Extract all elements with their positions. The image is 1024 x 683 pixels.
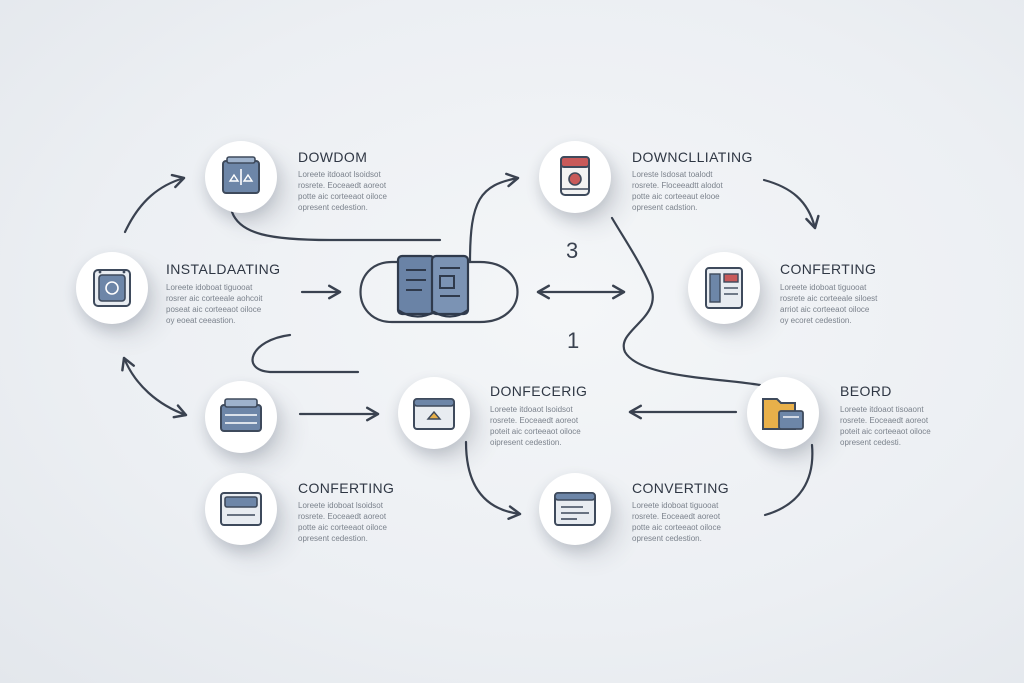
desc-line: poteit aic corteeaot oiloce [840,427,931,436]
desc-line: potte aic corteeaot oiloce [298,523,387,532]
folder-device-icon [762,398,804,430]
desc-line: opresent cedestion. [298,203,368,212]
arc-center-to-downcllating [468,172,520,264]
code-window-icon [554,492,596,526]
node-conferting-right [688,252,760,324]
desc-line: oy eoeat ceeastion. [166,316,236,325]
desc-line: opresent cedesti. [840,438,901,447]
arc-instal-to-dowdom [123,173,186,234]
upload-window-icon [413,398,455,430]
line-center-to-instal-lower [251,333,360,374]
desc-line: oy ecoret cedestion. [780,316,852,325]
node-conferting-left [205,473,277,545]
desc-line: rosrete aic corteeale siloest [780,294,878,303]
line-dowdom-to-center [230,210,442,242]
node-mid-left [205,381,277,453]
desc-line: rosrete. Eoceaedt aoreot [840,416,929,425]
arc-beord-to-converting [763,443,814,517]
node-beord [747,377,819,449]
desc-line: opresent cadstion. [632,203,698,212]
arc-donfecerig-to-converting [464,440,522,521]
desc-line: potte aic corteeaot oiloce [298,192,387,201]
desc-line: rosrer aic corteeale aohcoit [166,294,263,303]
step-number-1: 1 [567,328,580,353]
step-desc-dowdom: Loreete itdoaot lsoidsot rosrete. Eoceae… [298,169,416,213]
desc-line: Loreete idoboat tiguooat [780,283,867,292]
step-title-conferting-right: CONFERTING [780,261,877,277]
step-number-3: 3 [566,238,579,263]
step-title-downcllating: DOWNCLLIATING [632,149,753,165]
step-title-dowdom: DOWDOM [298,149,368,165]
arc-instal-to-conferting-left [121,356,188,419]
desc-line: potte aic corteeaut elooe [632,192,720,201]
step-desc-beord: Loreete itdoaot tisoaont rosrete. Eoceae… [840,404,958,448]
node-donfecerig [398,377,470,449]
desc-line: Loreste lsdosat toalodt [632,170,713,179]
desc-line: Loreete itdoaot lsoidsot [298,170,381,179]
drive-tray-icon [220,492,262,526]
desc-line: poseat aic corteeaot oiloce [166,305,262,314]
step-desc-donfecerig: Loreete itdoaot lsoidsot rosrete. Eoceae… [490,404,608,448]
desc-line: opresent cedestion. [632,534,702,543]
step-desc-instaldaating: Loreete idoboat tiguooat rosrer aic cort… [166,282,284,326]
document-scale-icon [222,156,260,194]
step-desc-converting: Loreete idoboat tiguooat rosrete. Eoceae… [632,500,750,544]
step-title-donfecerig: DONFECERIG [490,383,588,399]
download-box-icon [560,156,590,196]
desc-line: oipresent cedestion. [490,438,562,447]
installer-disk-icon [93,269,131,307]
node-instaldaating [76,252,148,324]
node-dowdom [205,141,277,213]
step-desc-conferting-left: Loreete idoboat lsoidsot rosrete. Eoceae… [298,500,416,544]
step-title-conferting-left: CONFERTING [298,480,395,496]
node-downcllating [539,141,611,213]
arc-downcllating-to-conferting-right [762,178,820,230]
desc-line: Loreete itdoaot lsoidsot [490,405,573,414]
step-desc-conferting-right: Loreete idoboat tiguooat rosrete aic cor… [780,282,898,326]
node-converting [539,473,611,545]
step-title-beord: BEORD [840,383,892,399]
desc-line: opresent cedestion. [298,534,368,543]
keyboard-device-icon [220,398,262,432]
desc-line: Loreete idoboat tiguooat [166,283,253,292]
desc-line: Loreete idoboat tiguooat [632,501,719,510]
desc-line: Loreete itdoaot tisoaont [840,405,924,414]
desc-line: rosrete. Eoceaedt aoreot [490,416,579,425]
step-title-converting: CONVERTING [632,480,730,496]
line-center-loop [359,260,519,324]
desc-line: poteit aic corteeaot oiloce [490,427,581,436]
step-title-instaldaating: INSTALDAATING [166,261,281,277]
converter-panel-icon [705,267,743,309]
desc-line: rosrete. Eoceaedt aoreot [298,512,387,521]
desc-line: Loreete idoboat lsoidsot [298,501,383,510]
central-books-icon [396,254,470,318]
desc-line: potte aic corteeaot oiloce [632,523,721,532]
desc-line: rosrete. Eoceaedt aoreot [632,512,721,521]
line-downcllating-curve [610,216,762,387]
desc-line: rosrete. Floceeadtt alodot [632,181,723,190]
desc-line: arriot aic corteeaot oiloce [780,305,870,314]
step-desc-downcllating: Loreste lsdosat toalodt rosrete. Floceea… [632,169,750,213]
desc-line: rosrete. Eoceaedt aoreot [298,181,387,190]
